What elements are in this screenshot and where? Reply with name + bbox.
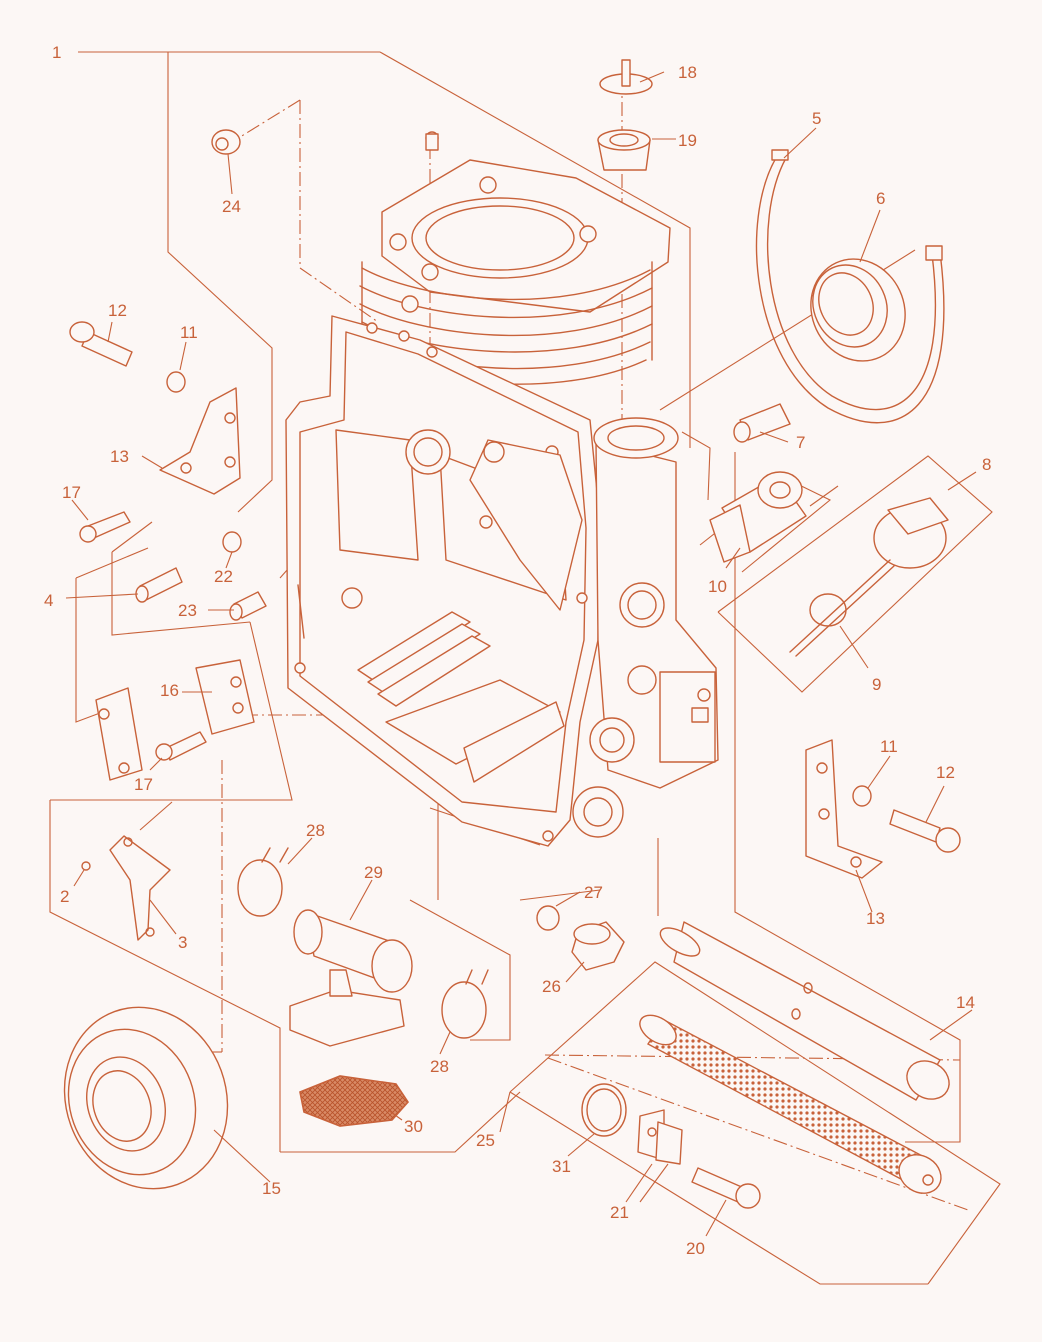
callout-leaders bbox=[65, 71, 977, 1237]
callout-7: 7 bbox=[796, 433, 805, 452]
callout-28-b: 28 bbox=[430, 1057, 449, 1076]
callout-15: 15 bbox=[262, 1179, 281, 1198]
part-15-bearing bbox=[63, 1006, 229, 1190]
part-10-fitting bbox=[709, 471, 807, 563]
part-25-strainer bbox=[639, 1014, 942, 1194]
part-23-pin bbox=[229, 591, 267, 621]
callout-6: 6 bbox=[876, 189, 885, 208]
callout-11-left: 11 bbox=[180, 323, 198, 342]
part-2-screw bbox=[81, 861, 91, 871]
part-11-washer-left bbox=[166, 371, 186, 393]
callout-21: 21 bbox=[610, 1203, 629, 1222]
callout-11-right: 11 bbox=[880, 737, 898, 756]
part-17-screw-a bbox=[79, 511, 131, 543]
part-31-o-ring bbox=[581, 1083, 627, 1137]
part-14-tube bbox=[659, 921, 950, 1101]
callout-28-a: 28 bbox=[306, 821, 325, 840]
part-28-clip-b bbox=[441, 969, 489, 1039]
leader-lines bbox=[49, 51, 1001, 1285]
part-30-screen bbox=[299, 1075, 410, 1127]
part-29-oil-pickup bbox=[289, 909, 413, 1047]
part-4-pin bbox=[135, 567, 183, 603]
callout-17-a: 17 bbox=[62, 483, 81, 502]
callout-18: 18 bbox=[678, 63, 697, 82]
callout-30: 30 bbox=[404, 1117, 423, 1136]
part-20-bolt bbox=[691, 1167, 761, 1209]
callout-19: 19 bbox=[678, 131, 697, 150]
callout-labels: 1 2 3 4 5 6 7 8 9 10 11 11 12 12 13 13 1… bbox=[44, 43, 991, 1258]
callout-29: 29 bbox=[364, 863, 383, 882]
callout-13-right: 13 bbox=[866, 909, 885, 928]
crankcase-block bbox=[285, 131, 719, 847]
callout-12-right: 12 bbox=[936, 763, 955, 782]
callout-25: 25 bbox=[476, 1131, 495, 1150]
callout-16: 16 bbox=[160, 681, 179, 700]
part-22-washer bbox=[222, 531, 242, 553]
callout-9: 9 bbox=[872, 675, 881, 694]
callout-24: 24 bbox=[222, 197, 241, 216]
part-12-bolt-left bbox=[69, 321, 133, 367]
part-5-gasket bbox=[755, 149, 945, 424]
callout-14: 14 bbox=[956, 993, 975, 1012]
part-21-clamp bbox=[637, 1109, 683, 1165]
part-8-dipstick bbox=[789, 497, 949, 657]
part-16-shims bbox=[95, 659, 255, 781]
part-19-plug bbox=[597, 129, 651, 171]
part-11-washer-right bbox=[852, 785, 872, 807]
part-17-screw-b bbox=[155, 731, 207, 761]
callout-5: 5 bbox=[812, 109, 821, 128]
callout-27: 27 bbox=[584, 883, 603, 902]
part-7-plug bbox=[733, 403, 791, 443]
part-6-oil-seal bbox=[810, 258, 906, 362]
callout-3: 3 bbox=[178, 933, 187, 952]
callout-1: 1 bbox=[52, 43, 61, 62]
part-13-bracket-right bbox=[805, 739, 883, 879]
callout-20: 20 bbox=[686, 1239, 705, 1258]
callout-13-left: 13 bbox=[110, 447, 129, 466]
part-27-washer bbox=[536, 905, 560, 931]
part-12-bolt-right bbox=[889, 809, 961, 853]
callout-31: 31 bbox=[552, 1157, 571, 1176]
callout-12-left: 12 bbox=[108, 301, 127, 320]
part-28-clip-a bbox=[237, 847, 289, 917]
callout-10: 10 bbox=[708, 577, 727, 596]
base-ribs bbox=[357, 611, 491, 707]
callout-17-b: 17 bbox=[134, 775, 153, 794]
part-24-bushing bbox=[211, 129, 241, 155]
part-26-drain-plug bbox=[571, 921, 625, 971]
callout-23: 23 bbox=[178, 601, 197, 620]
part-3-plate bbox=[109, 835, 171, 941]
callout-4: 4 bbox=[44, 591, 53, 610]
callout-22: 22 bbox=[214, 567, 233, 586]
part-13-bracket-left bbox=[159, 387, 241, 495]
part-18-cap bbox=[599, 59, 653, 95]
callout-26: 26 bbox=[542, 977, 561, 996]
callout-2: 2 bbox=[60, 887, 69, 906]
callout-8: 8 bbox=[982, 455, 991, 474]
